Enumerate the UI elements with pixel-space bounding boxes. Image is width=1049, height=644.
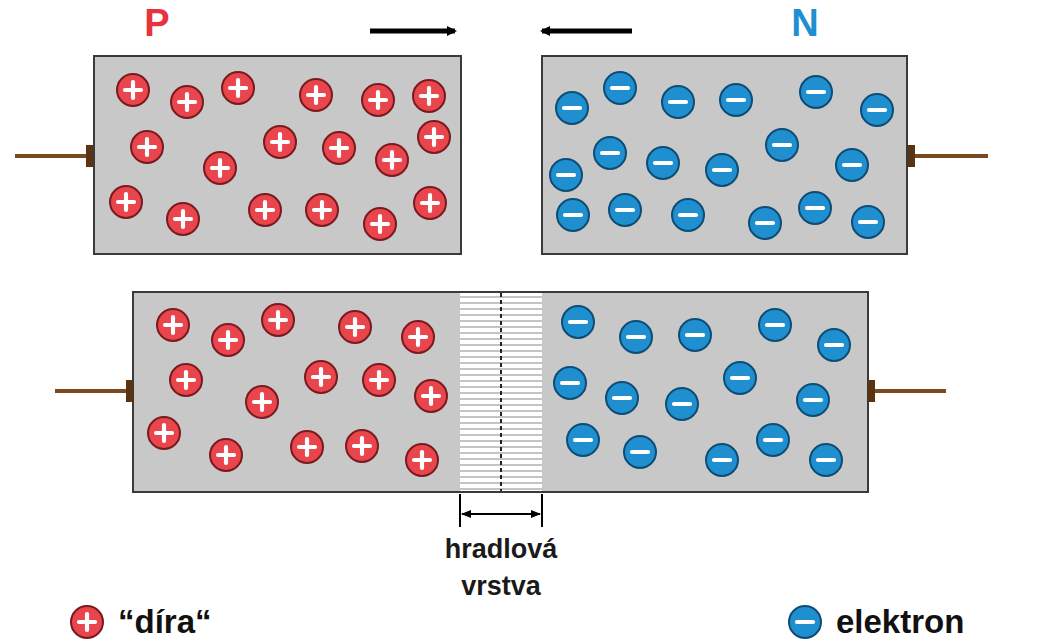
hole-symbol [291, 431, 323, 463]
electron-symbol [861, 94, 893, 126]
hole-symbol [346, 430, 378, 462]
legend-text: “díra“ [118, 603, 212, 641]
hole-symbol [170, 364, 202, 396]
hole-symbol [415, 380, 447, 412]
dimension-tick [541, 494, 543, 527]
depletion-layer-label: hradlová vrstva [426, 531, 576, 605]
electron-symbol [797, 384, 829, 416]
hole-symbol [212, 324, 244, 356]
p-block-fill [93, 55, 462, 255]
hole-symbol [402, 321, 434, 353]
hole-symbol [249, 194, 281, 226]
hole-symbol [167, 203, 199, 235]
electron-symbol [594, 137, 626, 169]
hole-symbol [148, 417, 180, 449]
p-type-block: P [93, 55, 462, 255]
electron-symbol [562, 306, 594, 338]
electron-symbol [647, 147, 679, 179]
electron-symbol [672, 199, 704, 231]
hole-symbol [131, 131, 163, 163]
electron-symbol [818, 329, 850, 361]
hole-symbol [246, 386, 278, 418]
hole-symbol [204, 152, 236, 184]
junction-line [500, 293, 502, 491]
wire [55, 389, 130, 393]
electron-symbol [557, 199, 589, 231]
motion-arrow [542, 29, 632, 34]
dimension-tick [459, 494, 461, 527]
electron-symbol [620, 321, 652, 353]
electron-symbol [554, 367, 586, 399]
electron-symbol [766, 129, 798, 161]
hole-symbol [117, 74, 149, 106]
legend-text: elektron [836, 603, 964, 641]
electron-symbol [759, 309, 791, 341]
electron-symbol [706, 444, 738, 476]
electron-symbol [720, 84, 752, 116]
electron-symbol [624, 436, 656, 468]
legend-electron: elektron [786, 603, 964, 641]
hole-symbol [222, 72, 254, 104]
electron-symbol [567, 424, 599, 456]
hole-symbol [110, 186, 142, 218]
electron-symbol [550, 159, 582, 191]
charge-carriers [110, 72, 893, 476]
hole-symbol [414, 187, 446, 219]
hole-symbol [71, 606, 103, 638]
hole-symbol [363, 364, 395, 396]
hole-symbol [262, 304, 294, 336]
electron-symbol [556, 92, 588, 124]
electron-symbol [810, 444, 842, 476]
electron-symbol [836, 149, 868, 181]
electron-symbol [749, 207, 781, 239]
hole-symbol [264, 126, 296, 158]
motion-arrow [370, 29, 455, 34]
hole-symbol [300, 79, 332, 111]
electron-symbol [666, 388, 698, 420]
electron-symbol [724, 362, 756, 394]
depletion-zone [460, 293, 542, 491]
hole-symbol [339, 311, 371, 343]
legend-hole: “díra“ [68, 603, 212, 641]
legend-swatch [786, 603, 824, 641]
legend-swatch [68, 603, 106, 641]
electron-symbol [606, 382, 638, 414]
terminal [868, 380, 875, 402]
block-heading: P [144, 3, 169, 43]
hole-symbol [306, 194, 338, 226]
hole-symbol [418, 121, 450, 153]
electron-symbol [604, 72, 636, 104]
hole-symbol [210, 439, 242, 471]
terminal [126, 380, 133, 402]
hole-symbol [406, 444, 438, 476]
wire [871, 389, 946, 393]
electron-symbol [662, 86, 694, 118]
hole-symbol [364, 208, 396, 240]
n-block-fill [541, 55, 908, 255]
pn-block [133, 292, 868, 492]
block-heading: N [791, 3, 818, 43]
electron-symbol [757, 424, 789, 456]
electron-symbol [799, 192, 831, 224]
electron-symbol [679, 319, 711, 351]
hole-symbol [362, 84, 394, 116]
electron-symbol [800, 76, 832, 108]
electron-symbol [609, 194, 641, 226]
hole-symbol [413, 80, 445, 112]
electron-symbol [789, 606, 821, 638]
hole-symbol [323, 132, 355, 164]
electron-symbol [706, 154, 738, 186]
wire [15, 154, 90, 158]
electron-symbol [852, 206, 884, 238]
hole-symbol [305, 361, 337, 393]
hole-symbol [376, 144, 408, 176]
hole-symbol [171, 86, 203, 118]
terminal [86, 145, 93, 167]
terminal [908, 145, 915, 167]
hole-symbol [157, 309, 189, 341]
n-type-block: N [541, 55, 908, 255]
wire [911, 154, 988, 158]
dimension-line [462, 513, 540, 515]
